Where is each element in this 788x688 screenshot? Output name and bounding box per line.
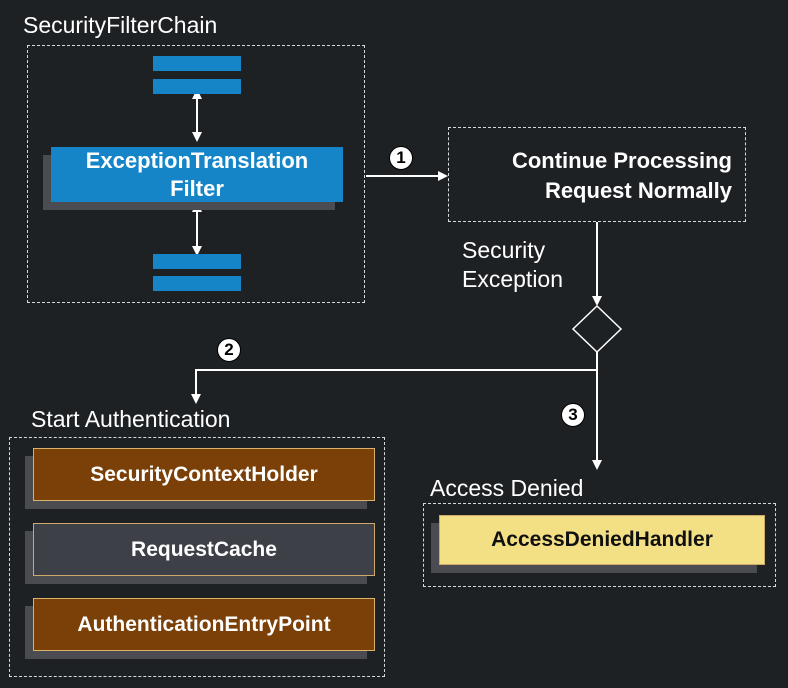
continue-line2: Request Normally bbox=[544, 178, 732, 203]
exception-translation-filter: ExceptionTranslation Filter bbox=[51, 147, 343, 202]
step-1-badge: 1 bbox=[389, 146, 413, 170]
access-denied-title: Access Denied bbox=[430, 475, 584, 501]
continue-processing-text: Continue Processing Request Normally bbox=[452, 146, 732, 206]
continue-line1: Continue Processing bbox=[511, 148, 732, 173]
step-3-badge: 3 bbox=[561, 403, 585, 427]
continue-processing-box bbox=[448, 127, 746, 222]
filter-bar bbox=[153, 79, 241, 94]
access-denied-handler-box: AccessDeniedHandler bbox=[439, 515, 765, 565]
filter-bar bbox=[153, 254, 241, 269]
access-denied-container bbox=[423, 503, 776, 587]
etf-label-line2: Filter bbox=[170, 175, 224, 201]
security-exception-line2: Exception bbox=[462, 266, 564, 292]
filter-bar bbox=[153, 276, 241, 291]
arrow-start-auth bbox=[191, 369, 597, 404]
decision-diamond bbox=[571, 304, 623, 354]
start-auth-title: Start Authentication bbox=[31, 406, 231, 432]
filter-chain-container bbox=[27, 45, 365, 303]
filter-chain-title: SecurityFilterChain bbox=[23, 12, 218, 38]
request-cache-box: RequestCache bbox=[33, 523, 375, 576]
authentication-entry-point-box: AuthenticationEntryPoint bbox=[33, 598, 375, 651]
etf-label-line1: ExceptionTranslation bbox=[85, 147, 309, 173]
security-context-holder-box: SecurityContextHolder bbox=[33, 448, 375, 501]
filter-bar bbox=[153, 56, 241, 71]
start-auth-container bbox=[9, 437, 385, 677]
security-exception-label: Security Exception bbox=[462, 236, 563, 294]
step-2-badge: 2 bbox=[217, 338, 241, 362]
security-exception-line1: Security bbox=[462, 237, 546, 263]
